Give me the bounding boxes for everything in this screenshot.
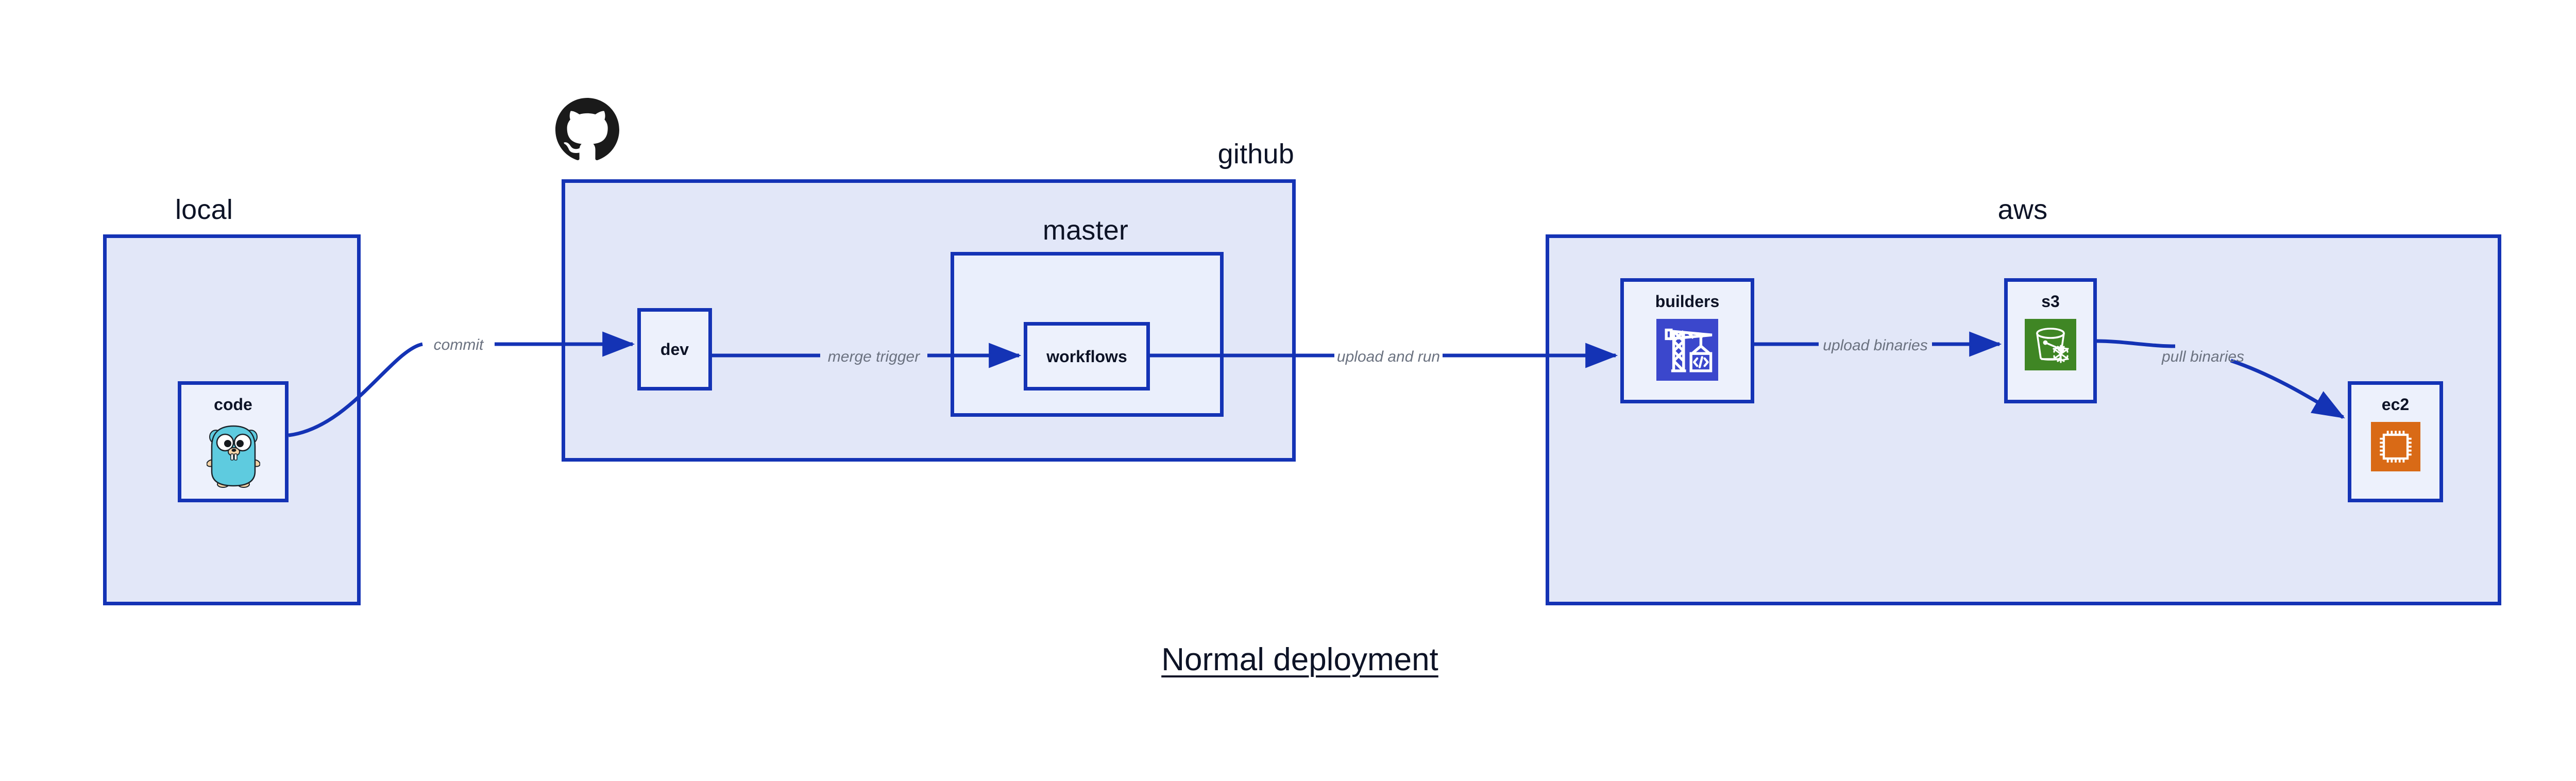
node-label-builders: builders: [1655, 292, 1720, 311]
edge-label-pull-binaries: pull binaries: [2161, 348, 2245, 365]
edge-label-commit: commit: [433, 336, 484, 353]
node-label-dev: dev: [660, 340, 689, 359]
aws-s3-glacier-icon: [2025, 319, 2076, 373]
node-label-ec2: ec2: [2381, 395, 2410, 414]
go-gopher-icon: [206, 422, 261, 490]
node-label-workflows: workflows: [1046, 347, 1127, 366]
aws-ec2-icon: [2370, 422, 2420, 474]
group-label-master: master: [1042, 215, 1129, 246]
group-label-local: local: [175, 194, 233, 225]
diagram-title: Normal deployment: [1161, 642, 1438, 677]
node-s3[interactable]: s3: [2004, 278, 2097, 403]
edge-label-merge-trigger: merge trigger: [827, 348, 920, 365]
group-label-github: github: [1217, 139, 1294, 169]
node-workflows[interactable]: workflows: [1024, 322, 1150, 390]
edge-label-upload-and-run: upload and run: [1336, 348, 1440, 365]
node-label-code: code: [214, 395, 252, 414]
node-builders[interactable]: builders: [1620, 278, 1754, 403]
edge-label-upload-binaries: upload binaries: [1823, 337, 1928, 354]
node-ec2[interactable]: ec2: [2348, 381, 2443, 502]
group-label-aws: aws: [1997, 194, 2048, 225]
aws-codebuild-icon: [1656, 319, 1718, 383]
github-octocat-icon: [555, 98, 619, 164]
node-label-s3: s3: [2041, 292, 2060, 311]
node-dev[interactable]: dev: [637, 308, 712, 390]
node-code[interactable]: code: [178, 381, 289, 502]
